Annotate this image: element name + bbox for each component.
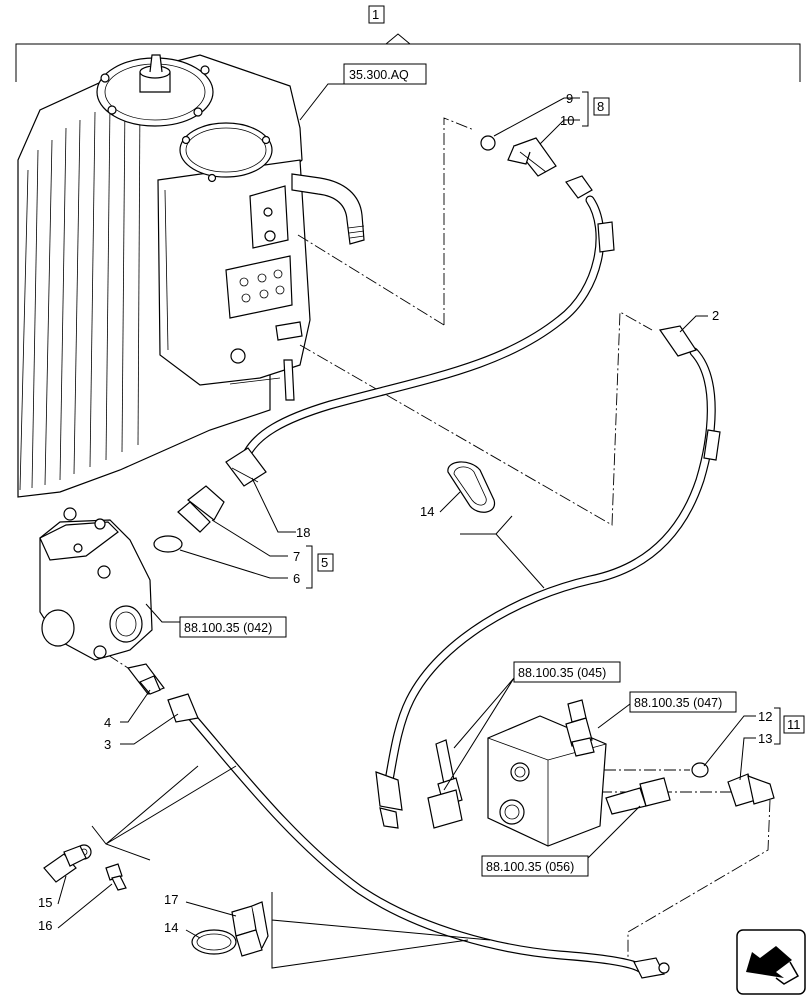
callout-8: 8 [593, 97, 610, 116]
right-hose [375, 325, 721, 829]
svg-text:88.100.35 (045): 88.100.35 (045) [518, 666, 606, 680]
arrow-icon[interactable] [736, 929, 806, 995]
svg-text:11: 11 [787, 717, 801, 732]
fitting-13 [727, 773, 775, 807]
svg-text:8: 8 [597, 99, 604, 114]
callout-10: 10 [560, 113, 574, 128]
cartridge-045 [427, 739, 463, 829]
top-bracket [15, 33, 801, 82]
fitting-10 [480, 135, 557, 177]
ref-valve-b: 88.100.35 (047) [629, 691, 737, 713]
clamp-14-lower [191, 929, 237, 955]
hydraulic-tank [17, 54, 365, 498]
bolt-16 [105, 863, 127, 891]
callout-5: 5 [317, 553, 334, 572]
clamp-14-upper [447, 461, 496, 513]
callout-4: 4 [104, 715, 111, 730]
callout-18: 18 [296, 525, 310, 540]
ref-pump: 88.100.35 (042) [179, 616, 287, 638]
adapter-7 [177, 485, 225, 533]
callout-11: 11 [783, 715, 805, 734]
callout-9: 9 [566, 91, 573, 106]
callout-1: 1 [368, 5, 385, 24]
callout-14-lower: 14 [164, 920, 178, 935]
o-ring-6 [153, 535, 183, 553]
valve-block [487, 699, 607, 847]
svg-text:88.100.35 (047): 88.100.35 (047) [634, 696, 722, 710]
o-ring-12 [691, 762, 709, 778]
ref-valve-a: 88.100.35 (045) [513, 661, 621, 683]
upper-hose [243, 175, 615, 457]
cartridge-056 [605, 777, 671, 815]
svg-text:35.300.AQ: 35.300.AQ [349, 68, 409, 82]
pump [39, 507, 153, 661]
callout-3: 3 [104, 737, 111, 752]
callout-7: 7 [293, 549, 300, 564]
callout-16: 16 [38, 918, 52, 933]
callout-14-upper: 14 [420, 504, 434, 519]
lower-hose [167, 693, 670, 979]
clip-15 [43, 844, 92, 883]
callout-13: 13 [758, 731, 772, 746]
svg-text:88.100.35 (042): 88.100.35 (042) [184, 621, 272, 635]
callout-6: 6 [293, 571, 300, 586]
ref-valve-c: 88.100.35 (056) [481, 855, 589, 877]
callout-2: 2 [712, 308, 719, 323]
fitting-18 [225, 447, 267, 487]
svg-text:5: 5 [321, 555, 328, 570]
fitting-4 [126, 663, 165, 695]
callout-12: 12 [758, 709, 772, 724]
svg-text:1: 1 [372, 7, 379, 22]
callout-15: 15 [38, 895, 52, 910]
callout-17: 17 [164, 892, 178, 907]
svg-text:88.100.35 (056): 88.100.35 (056) [486, 860, 574, 874]
ref-tank: 35.300.AQ [343, 63, 427, 85]
clamp-17 [231, 901, 269, 957]
